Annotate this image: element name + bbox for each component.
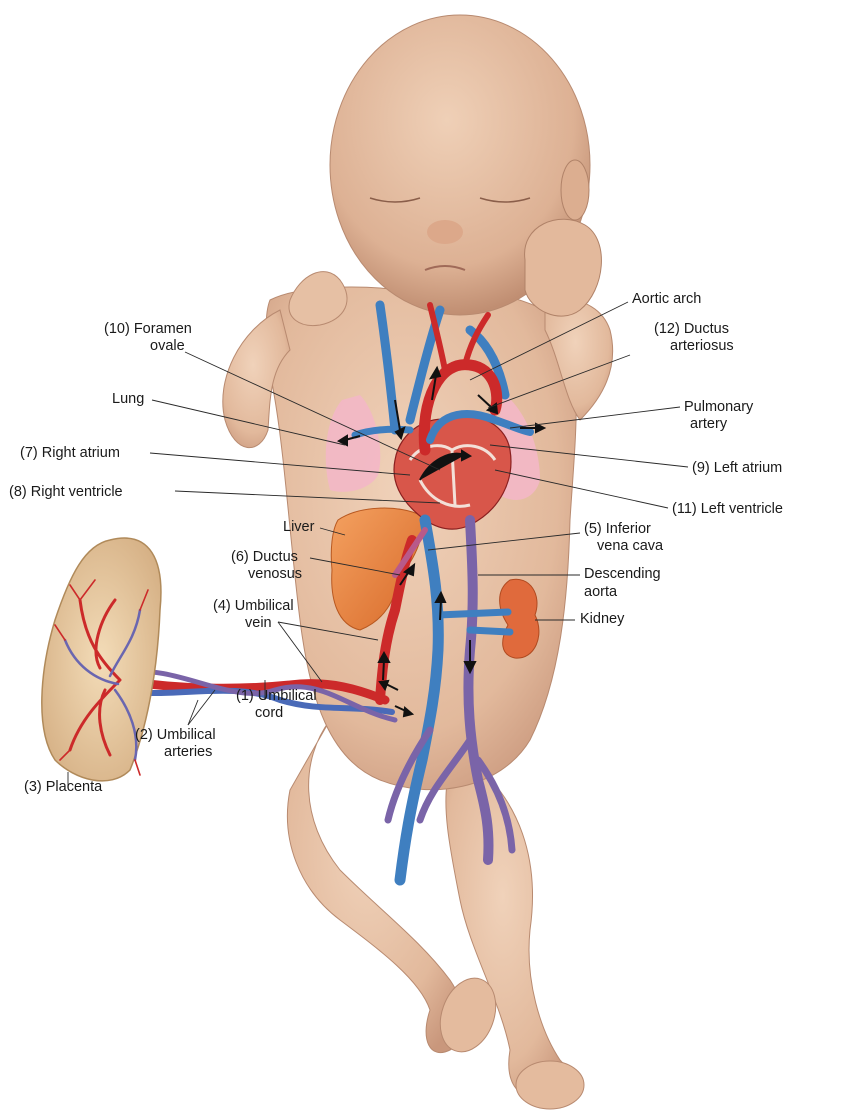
label-umbilical-vein-line2: vein (245, 615, 272, 631)
label-descending-aorta-line2: aorta (584, 584, 618, 600)
label-umbilical-cord-line2: cord (255, 705, 283, 721)
kidney (500, 579, 539, 658)
label-lung: Lung (112, 391, 144, 407)
label-ductus-arteriosus-line1: (12) Ductus (654, 321, 729, 337)
label-foramen-ovale-line2: ovale (150, 338, 185, 354)
label-foramen-ovale-line1: (10) Foramen (104, 321, 192, 337)
label-right-atrium: (7) Right atrium (20, 445, 120, 461)
label-aortic-arch: Aortic arch (632, 291, 701, 307)
label-ductus-venosus-line1: (6) Ductus (231, 549, 298, 565)
label-umbilical-vein-line1: (4) Umbilical (213, 598, 294, 614)
placenta (42, 538, 161, 781)
label-umbilical-arteries-line1: (2) Umbilical (135, 727, 216, 743)
label-umbilical-arteries-line2: arteries (164, 744, 212, 760)
label-descending-aorta-line1: Descending (584, 566, 661, 582)
label-pulmonary-artery-line2: artery (690, 416, 728, 432)
label-left-ventricle: (11) Left ventricle (672, 501, 783, 517)
label-kidney: Kidney (580, 611, 625, 627)
label-pulmonary-artery-line1: Pulmonary (684, 399, 754, 415)
label-inferior-vena-cava-line2: vena cava (597, 538, 664, 554)
ear (561, 160, 589, 220)
label-ductus-arteriosus-line2: arteriosus (670, 338, 734, 354)
right-hand (289, 272, 347, 326)
label-right-ventricle: (8) Right ventricle (9, 484, 123, 500)
label-ductus-venosus-line2: venosus (248, 566, 302, 582)
label-liver: Liver (283, 519, 315, 535)
left-fist (525, 219, 602, 316)
label-inferior-vena-cava-line1: (5) Inferior (584, 521, 651, 537)
label-left-atrium: (9) Left atrium (692, 460, 782, 476)
label-umbilical-cord-line1: (1) Umbilical (236, 688, 317, 704)
right-foot (516, 1061, 584, 1109)
nose (427, 220, 463, 244)
leader-umbilical-arteries-1 (188, 700, 198, 725)
leader-umbilical-arteries-2 (188, 690, 215, 725)
label-placenta: (3) Placenta (24, 779, 103, 795)
